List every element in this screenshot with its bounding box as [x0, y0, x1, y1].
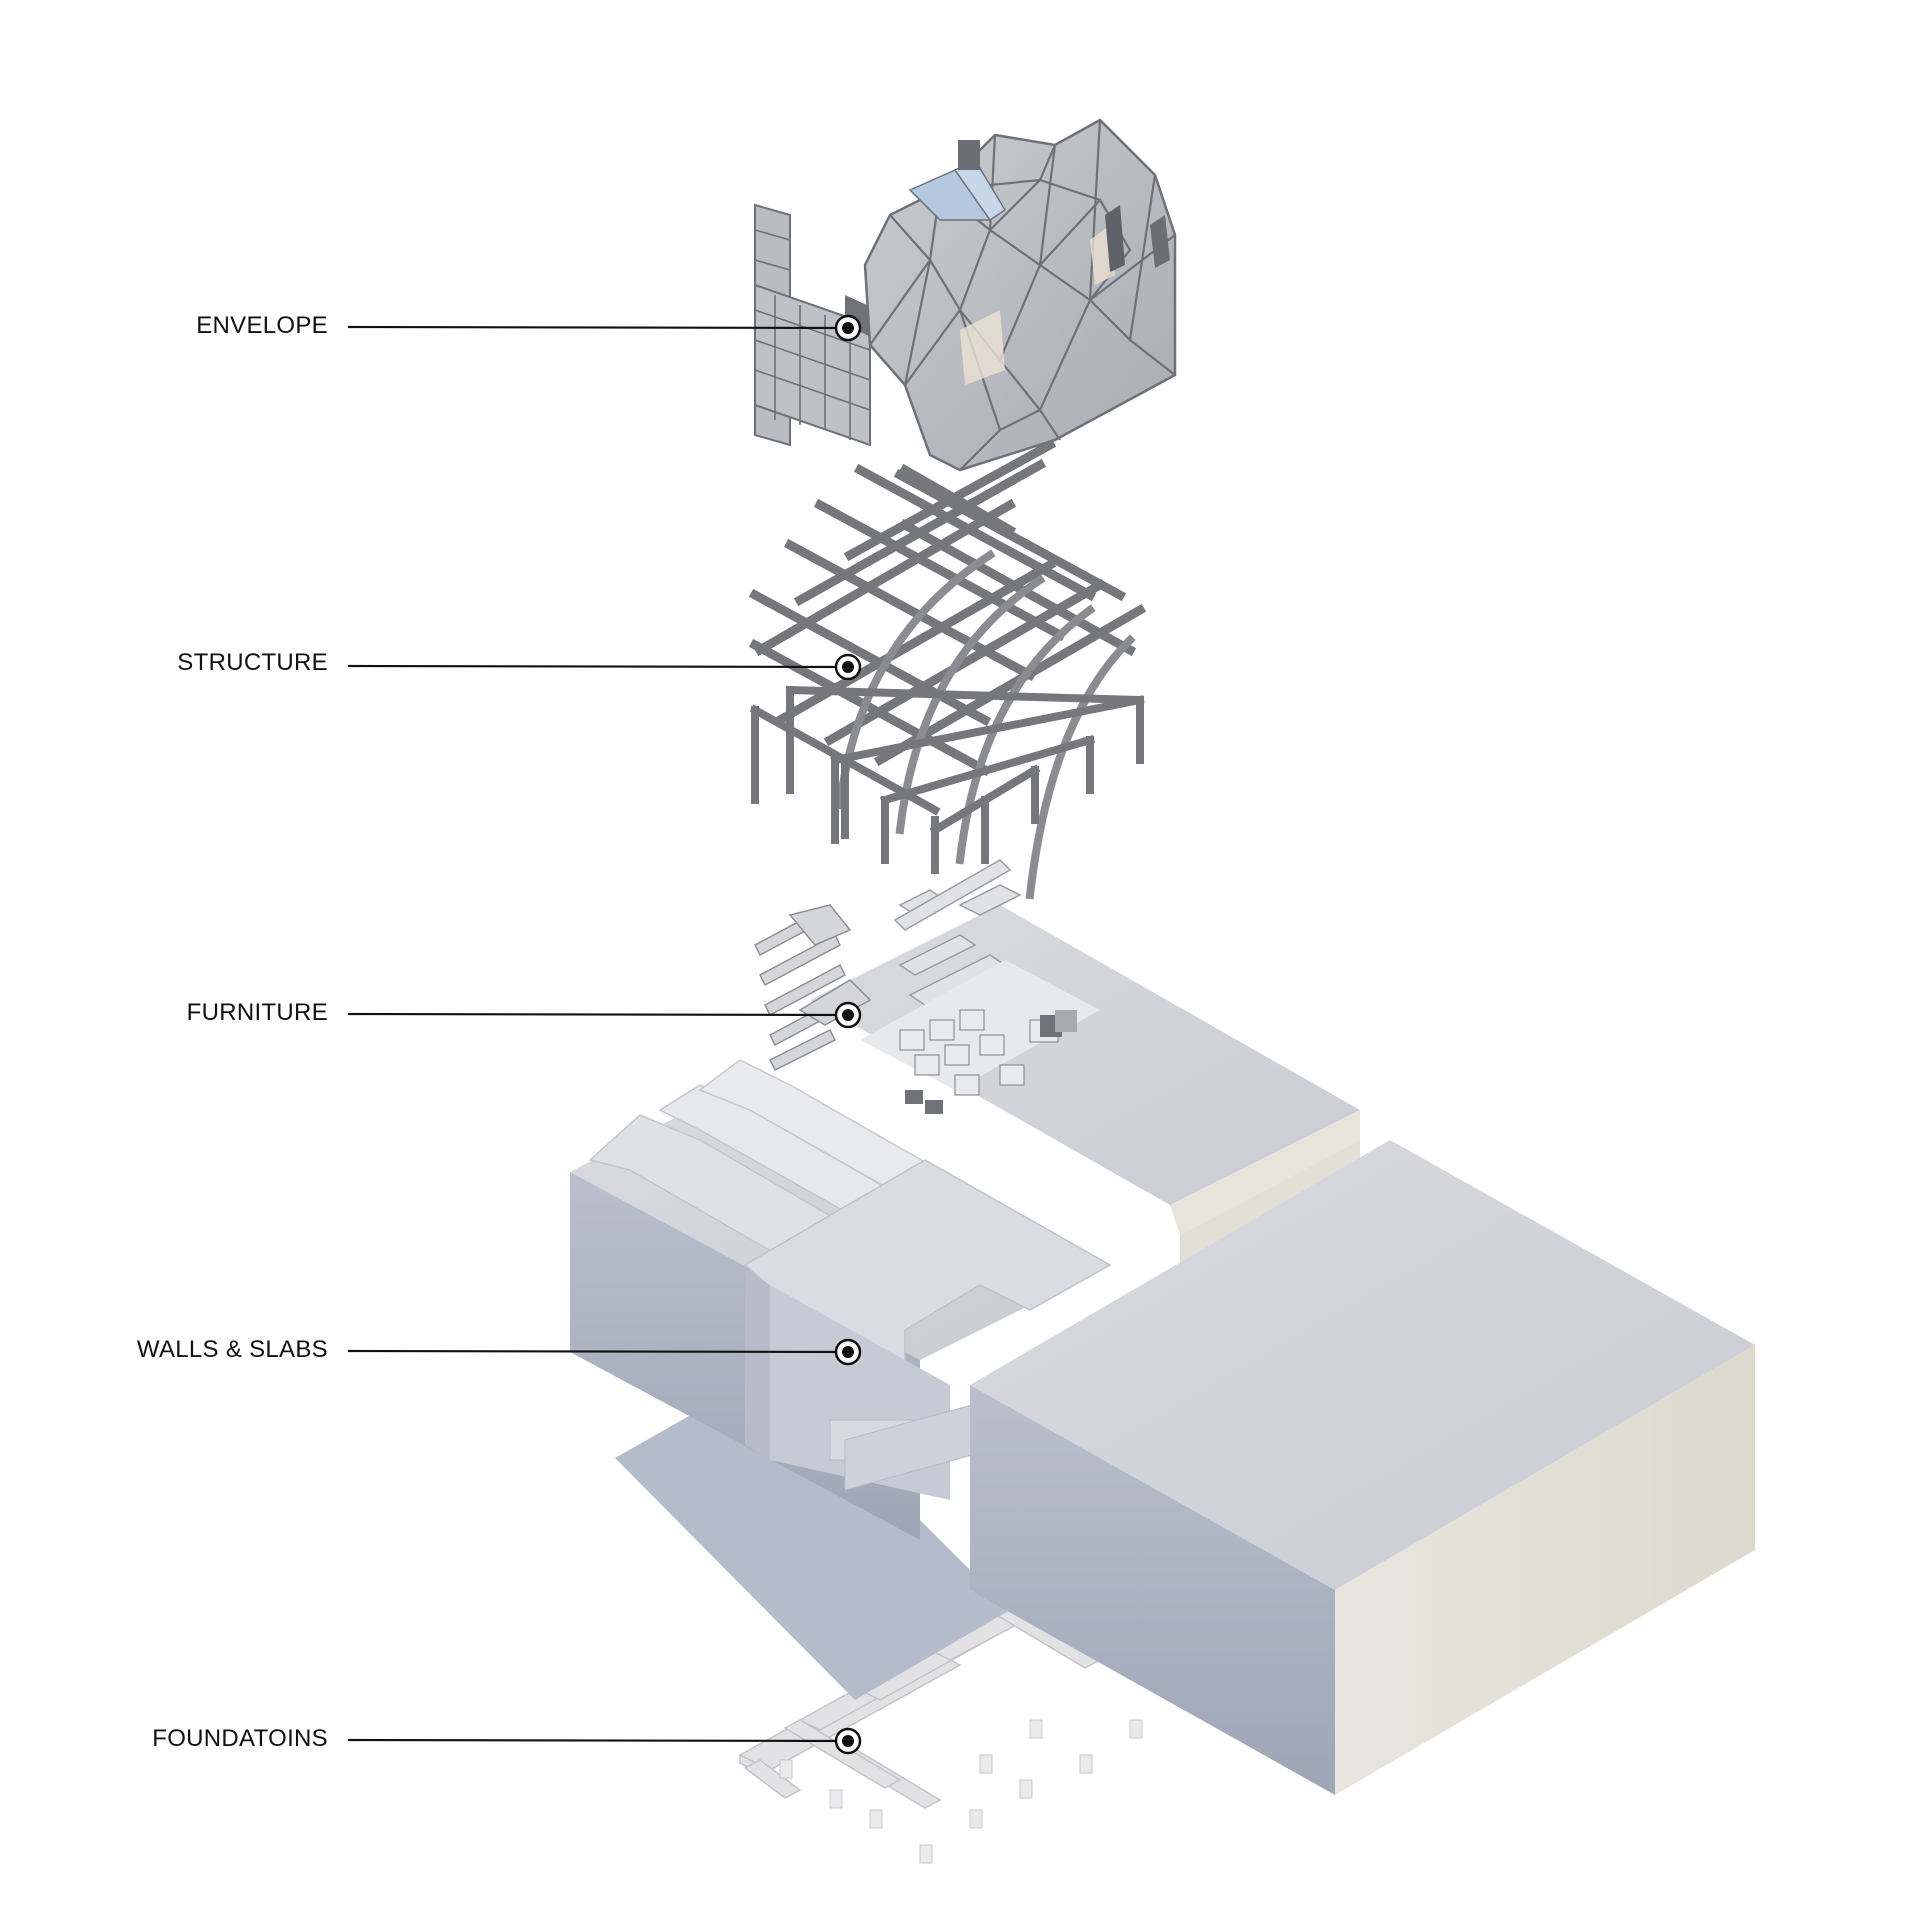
- structure-label: STRUCTURE: [177, 649, 328, 676]
- structure-leader-line: [347, 664, 849, 669]
- foundations-label: FOUNDATOINS: [152, 1725, 328, 1752]
- walls-slabs-marker-icon: [834, 1338, 862, 1366]
- envelope-layer: [754, 118, 1177, 472]
- walls-and-slabs-layer: [570, 905, 1755, 1795]
- walls-slabs-label: WALLS & SLABS: [136, 1336, 328, 1363]
- walls-slabs-leader-line: [347, 1349, 849, 1354]
- structure-layer: [748, 438, 1147, 900]
- furniture-marker-icon: [834, 1001, 862, 1029]
- envelope-marker-icon: [834, 314, 862, 342]
- ground-slab: [615, 1370, 1010, 1700]
- envelope-shell: [863, 118, 1177, 472]
- envelope-label: ENVELOPE: [196, 312, 328, 339]
- envelope-leader-line: [347, 325, 849, 330]
- foundations-marker-icon: [834, 1727, 862, 1755]
- furniture-layer: [754, 859, 1100, 1114]
- callout-markers: [834, 314, 862, 1755]
- furniture-leader-line: [347, 1012, 849, 1017]
- front-block-left: [970, 1385, 1335, 1795]
- furniture-label: FURNITURE: [186, 999, 328, 1026]
- foundations-leader-line: [347, 1738, 849, 1743]
- leader-lines: [347, 325, 849, 1743]
- structure-marker-icon: [834, 653, 862, 681]
- front-block-top: [970, 1140, 1755, 1590]
- front-block-right: [1335, 1345, 1755, 1795]
